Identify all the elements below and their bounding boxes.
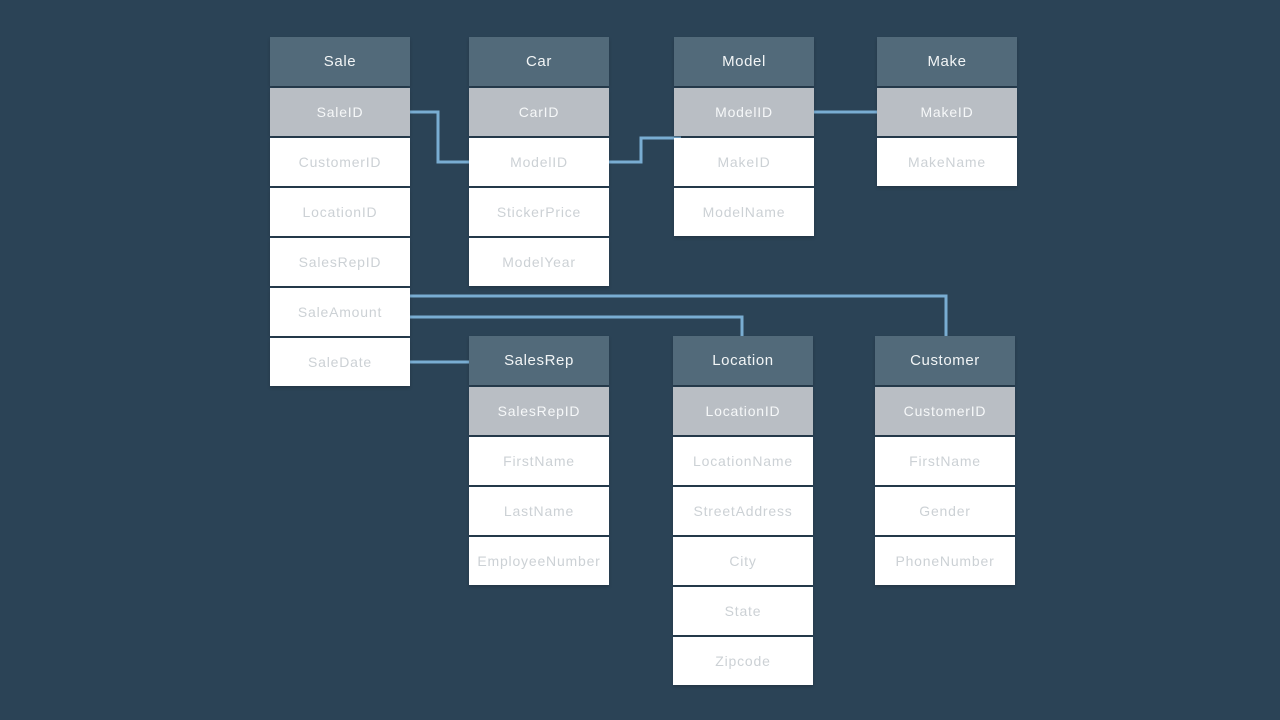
table-row-primary-key[interactable]: MakeID — [877, 88, 1017, 136]
table-row[interactable]: ModelYear — [469, 238, 609, 286]
table-header-make[interactable]: Make — [877, 37, 1017, 86]
table-row[interactable]: StickerPrice — [469, 188, 609, 236]
table-row[interactable]: EmployeeNumber — [469, 537, 609, 585]
table-row[interactable]: LastName — [469, 487, 609, 535]
table-row-primary-key[interactable]: SaleID — [270, 88, 410, 136]
table-row[interactable]: City — [673, 537, 813, 585]
table-row[interactable]: Gender — [875, 487, 1015, 535]
table-row[interactable]: CustomerID — [270, 138, 410, 186]
table-row[interactable]: FirstName — [469, 437, 609, 485]
table-header-customer[interactable]: Customer — [875, 336, 1015, 385]
table-row[interactable]: FirstName — [875, 437, 1015, 485]
connector-car-modelid-to-model — [602, 136, 681, 164]
connector-sale-to-location — [403, 315, 744, 344]
table-row[interactable]: ModelName — [674, 188, 814, 236]
table-row[interactable]: ModelID — [469, 138, 609, 186]
table-header-salesrep[interactable]: SalesRep — [469, 336, 609, 385]
table-row-primary-key[interactable]: LocationID — [673, 387, 813, 435]
connector-sale-saleid-to-car — [403, 110, 476, 164]
table-header-location[interactable]: Location — [673, 336, 813, 385]
table-row[interactable]: State — [673, 587, 813, 635]
table-row[interactable]: SaleDate — [270, 338, 410, 386]
table-header-sale[interactable]: Sale — [270, 37, 410, 86]
table-row[interactable]: SalesRepID — [270, 238, 410, 286]
table-row[interactable]: StreetAddress — [673, 487, 813, 535]
table-row[interactable]: MakeName — [877, 138, 1017, 186]
table-row[interactable]: LocationID — [270, 188, 410, 236]
table-row[interactable]: SaleAmount — [270, 288, 410, 336]
table-row[interactable]: Zipcode — [673, 637, 813, 685]
connector-sale-to-customer — [403, 294, 948, 344]
table-row-primary-key[interactable]: SalesRepID — [469, 387, 609, 435]
table-header-car[interactable]: Car — [469, 37, 609, 86]
table-row[interactable]: MakeID — [674, 138, 814, 186]
table-row[interactable]: PhoneNumber — [875, 537, 1015, 585]
table-row[interactable]: LocationName — [673, 437, 813, 485]
table-row-primary-key[interactable]: CustomerID — [875, 387, 1015, 435]
table-row-primary-key[interactable]: ModelID — [674, 88, 814, 136]
table-header-model[interactable]: Model — [674, 37, 814, 86]
table-row-primary-key[interactable]: CarID — [469, 88, 609, 136]
